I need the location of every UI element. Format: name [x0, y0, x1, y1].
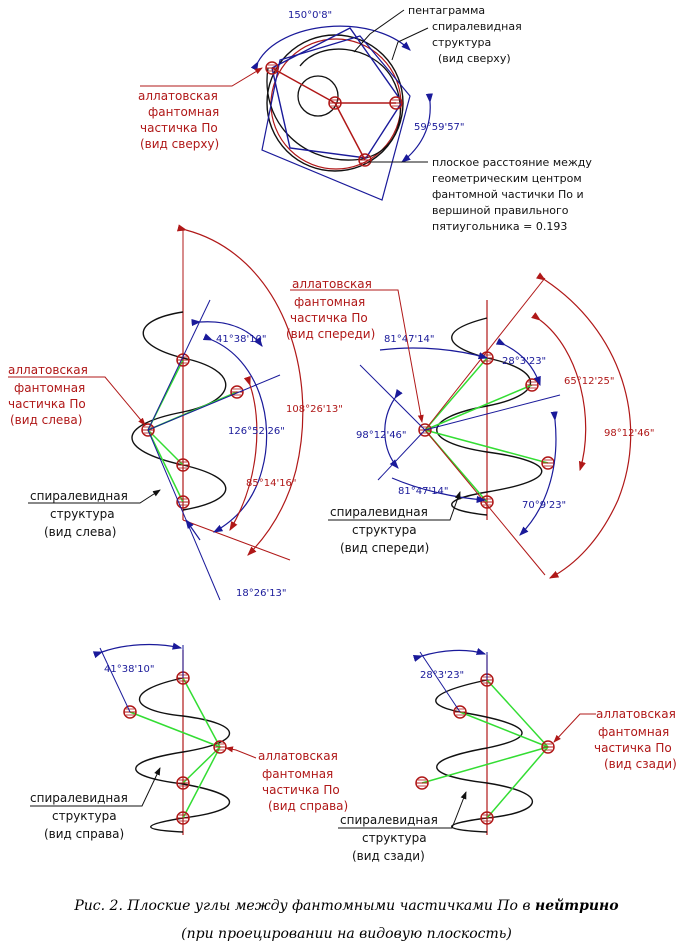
angle-label: 150°0'8" [288, 10, 332, 21]
spiral-label: спиралевидная структура (вид слева) [30, 489, 132, 539]
right-view: 41°38'10" аллатовская фантомная частичка… [30, 642, 348, 841]
angle-arc [531, 312, 587, 472]
connector-green [486, 679, 549, 748]
particle-marker [525, 378, 539, 392]
particle-label: аллатовская фантомная частичка По (вид с… [258, 749, 348, 813]
particle-marker [230, 385, 244, 399]
angle-label: 81°47'14" [384, 334, 435, 345]
leader-line [553, 713, 596, 743]
angle-label: 70°9'23" [522, 500, 566, 511]
pentagram-shape [271, 27, 403, 159]
angle-label: 85°14'16" [246, 478, 297, 489]
connector-green [421, 746, 549, 784]
angle-label: 41°38'10" [104, 664, 155, 675]
angle-arc [229, 375, 258, 532]
spiral-label: спиралевидная структура (вид сверху) [432, 20, 525, 65]
back-view: 28°3'23" аллатовская фантомная частичка … [338, 648, 680, 863]
angle-arc [391, 477, 487, 504]
spiral-label: спиралевидная структура (вид справа) [30, 791, 132, 841]
leader-line [225, 746, 257, 759]
particle-marker [265, 61, 279, 75]
connector-green [182, 677, 221, 748]
connector-green [182, 746, 221, 819]
angle-arc [384, 389, 403, 469]
dimension-line [147, 429, 221, 601]
spiral-curve [266, 48, 401, 161]
leader-line [30, 767, 161, 807]
connector-green [129, 711, 221, 748]
left-view: 41°38'10" 108°26'13" 126°52'26" 85°14'16… [8, 224, 343, 601]
figure-caption: Рис. 2. Плоские углы между фантомными ча… [0, 898, 693, 914]
caption-text: Рис. 2. Плоские углы между фантомными ча… [74, 898, 535, 914]
angle-label: 81°47'14" [398, 486, 449, 497]
angle-arc [412, 648, 487, 662]
pentagram-label: пентаграмма [408, 4, 485, 17]
distance-note: плоское расстояние между геометрическим … [432, 156, 595, 233]
angle-arc [379, 347, 489, 360]
spiral-curve [435, 679, 534, 833]
particle-marker [541, 456, 555, 470]
angle-arc [176, 224, 304, 556]
connector-green [147, 429, 184, 466]
angle-label: 98°12'46" [604, 428, 655, 439]
angle-label: 65°12'25" [564, 376, 615, 387]
dimension-line [419, 651, 461, 713]
inner-circle [297, 75, 339, 117]
angle-label: 18°26'13" [236, 588, 287, 599]
particle-label: аллатовская фантомная частичка По (вид с… [594, 707, 680, 771]
leader-line [140, 67, 263, 87]
angle-arc [495, 338, 541, 387]
connector-green [486, 746, 549, 819]
particle-marker [389, 96, 403, 110]
angle-label: 28°3'23" [420, 670, 464, 681]
dimension-line [359, 364, 426, 431]
figure-diagram: 150°0'8" 59°59'57" пентаграмма спиралеви… [8, 4, 680, 863]
angle-arc [185, 519, 201, 541]
connector-green [182, 746, 221, 784]
particle-label: аллатовская фантомная частичка По (вид с… [286, 277, 376, 341]
angle-label: 41°38'10" [216, 334, 267, 345]
connector-green [424, 357, 488, 431]
radius-line [334, 102, 366, 161]
particle-label: аллатовская фантомная частичка По (вид с… [138, 89, 223, 151]
top-view: 150°0'8" 59°59'57" пентаграмма спиралеви… [138, 4, 595, 233]
dimension-line [99, 647, 131, 713]
pentagon-outline [261, 35, 411, 201]
leader-line [353, 9, 405, 53]
angle-arc [92, 642, 183, 659]
particle-label: аллатовская фантомная частичка По (вид с… [8, 363, 92, 427]
angle-label: 28°3'23" [502, 356, 546, 367]
radius-line [271, 67, 336, 104]
angle-label: 126°52'26" [228, 426, 285, 437]
spiral-label: спиралевидная структура (вид сзади) [340, 813, 442, 863]
dimension-line [424, 394, 561, 431]
leader-line [338, 791, 467, 829]
dimension-line [424, 277, 546, 431]
angle-arc [401, 93, 433, 163]
front-view: 81°47'14" 28°3'23" 65°12'25" 98°12'46" 9… [286, 272, 655, 579]
connector-green [424, 384, 533, 431]
spiral-curve [131, 311, 227, 511]
particle-marker [415, 776, 429, 790]
caption-bold-word: нейтрино [534, 898, 619, 914]
leader-line [391, 27, 429, 61]
dimension-line [147, 299, 211, 431]
angle-arc [250, 25, 411, 72]
spiral-curve [436, 317, 543, 516]
angle-label: 98°12'46" [356, 430, 407, 441]
connector-green [459, 711, 549, 748]
angle-label: 59°59'57" [414, 122, 465, 133]
dimension-line [147, 374, 281, 431]
leader-line [328, 491, 461, 521]
leader-line [28, 489, 161, 504]
leader-line [290, 289, 424, 423]
particle-marker [541, 740, 555, 754]
angle-arc [519, 411, 558, 536]
angle-label: 108°26'13" [286, 404, 343, 415]
angle-arc [536, 272, 632, 579]
leader-line [8, 376, 146, 426]
dimension-line [182, 519, 291, 561]
figure-caption-subtitle: (при проецировании на видовую плоскость) [181, 926, 512, 942]
spiral-label: спиралевидная структура (вид спереди) [330, 505, 432, 555]
